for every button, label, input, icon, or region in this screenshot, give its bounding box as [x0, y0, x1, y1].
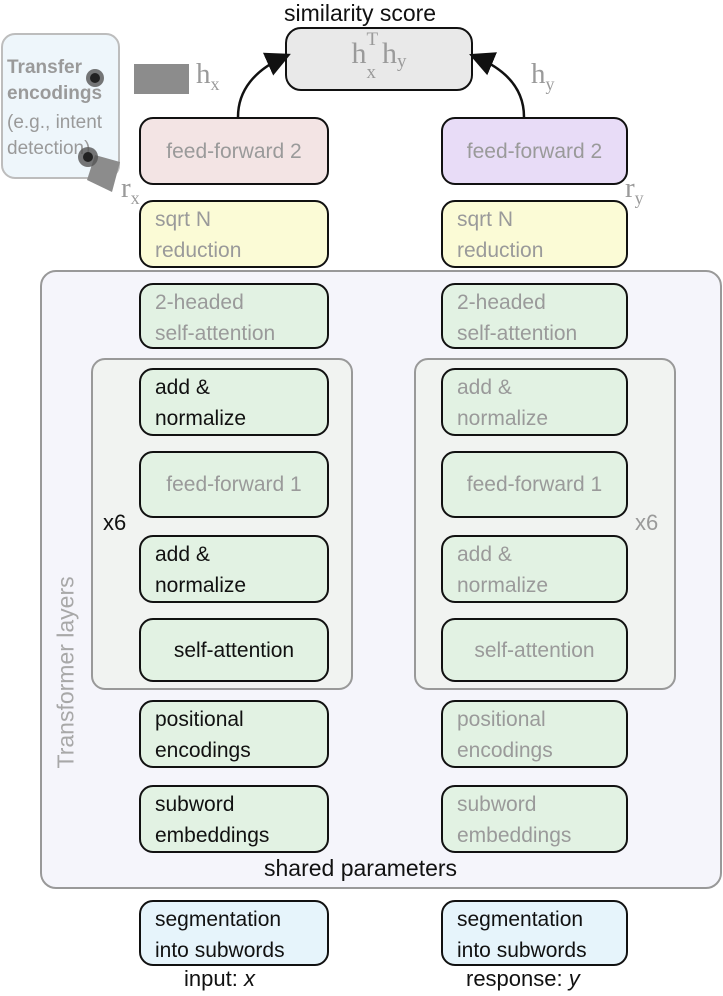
- right-repeat-count: x6: [635, 510, 659, 535]
- right-segmentation: segmentation into subwords: [441, 900, 628, 966]
- arrow-right-to-score: [469, 52, 526, 118]
- left-segmentation: segmentation into subwords: [139, 900, 329, 966]
- input-caption: input: x: [184, 966, 255, 991]
- right-subword-embeddings: subword embeddings: [441, 785, 628, 853]
- ry-label: ry: [625, 172, 644, 208]
- right-2-headed-self-attention: 2-headed self-attention: [441, 283, 628, 349]
- left-sqrt-n-reduction: sqrt N reduction: [139, 200, 329, 268]
- rx-bar: [87, 155, 120, 192]
- shared-parameters-label: shared parameters: [264, 855, 458, 881]
- transfer-encodings-note: (e.g., intent detection): [7, 112, 103, 159]
- hy-label: hy: [531, 58, 555, 94]
- hx-label: hx: [196, 58, 220, 94]
- left-2-headed-self-attention: 2-headed self-attention: [139, 283, 329, 349]
- left-feed-forward-1: feed-forward 1: [139, 451, 329, 518]
- left-self-attention: self-attention: [139, 618, 329, 682]
- rx-label: rx: [121, 172, 140, 208]
- left-positional-encodings: positional encodings: [139, 700, 329, 768]
- left-feed-forward-2: feed-forward 2: [139, 117, 329, 185]
- diagram-title: similarity score: [284, 0, 437, 26]
- right-self-attention: self-attention: [441, 618, 628, 682]
- right-add-normalize-2: add & normalize: [441, 535, 628, 603]
- left-subword-embeddings: subword embeddings: [139, 785, 329, 853]
- transformer-layers-label: Transformer layers: [52, 576, 79, 769]
- response-caption: response: y: [466, 966, 580, 991]
- left-add-normalize-2: add & normalize: [139, 535, 329, 603]
- arrow-left-to-score: [236, 52, 291, 118]
- hx-bar: [134, 64, 189, 94]
- left-add-normalize-1: add & normalize: [139, 368, 329, 436]
- transfer-encodings-title: Transfer encodings: [7, 57, 103, 104]
- right-feed-forward-1: feed-forward 1: [441, 451, 628, 518]
- right-add-normalize-1: add & normalize: [441, 368, 628, 436]
- transfer-encodings-box: [1, 33, 120, 179]
- right-positional-encodings: positional encodings: [441, 700, 628, 768]
- left-repeat-count: x6: [103, 510, 127, 535]
- right-feed-forward-2: feed-forward 2: [441, 117, 628, 185]
- right-sqrt-n-reduction: sqrt N reduction: [441, 200, 628, 268]
